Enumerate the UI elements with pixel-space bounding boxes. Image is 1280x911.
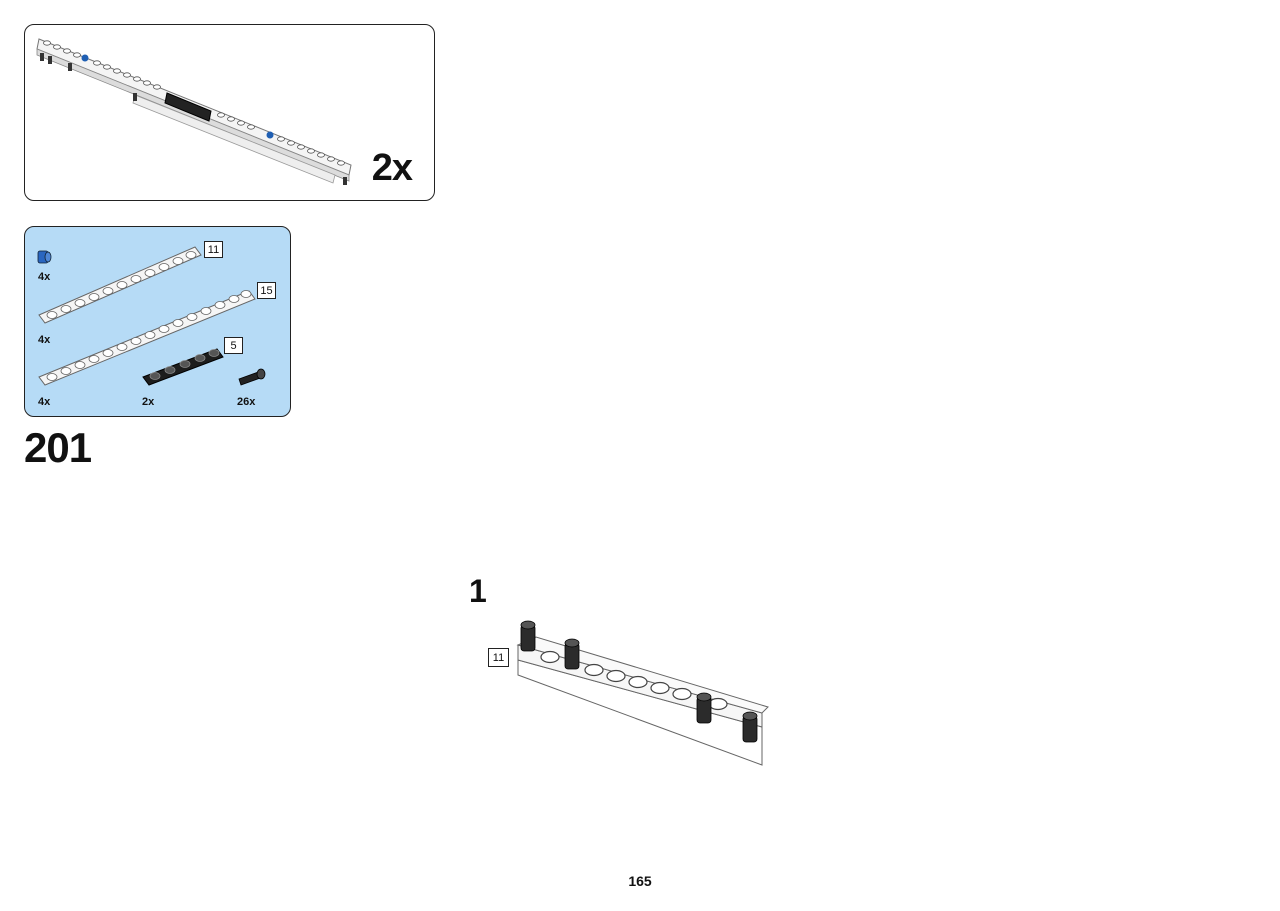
subassembly-multiplier: 2x: [371, 147, 413, 189]
part-quantity: 4x: [38, 271, 51, 283]
part-quantity: 2x: [142, 396, 155, 408]
part-length-label: 5: [224, 337, 243, 354]
parts-list-box: 4x 4x 4x 2x 26x 11 15 5: [24, 226, 291, 417]
step-number: 201: [24, 424, 92, 471]
substep-number: 1: [469, 573, 487, 609]
page-number: 165: [628, 873, 652, 889]
white-beam-15-icon: [38, 290, 256, 386]
black-beam-5-icon: [142, 348, 224, 386]
long-beam-assembly-illustration: [36, 38, 352, 185]
beam-with-pins-illustration: [516, 620, 769, 766]
part-length-label: 15: [257, 282, 276, 299]
white-beam-11-icon: [38, 246, 202, 324]
callout-length-label: 11: [488, 648, 509, 667]
part-quantity: 4x: [38, 334, 51, 346]
subassembly-preview-box: 2x: [24, 24, 435, 201]
part-length-label: 11: [204, 241, 223, 258]
blue-connector-pin-icon: [37, 250, 52, 264]
parts-illustrations: [37, 246, 266, 386]
part-quantity: 26x: [237, 396, 256, 408]
part-quantity: 4x: [38, 396, 51, 408]
black-friction-pin-icon: [238, 368, 266, 386]
